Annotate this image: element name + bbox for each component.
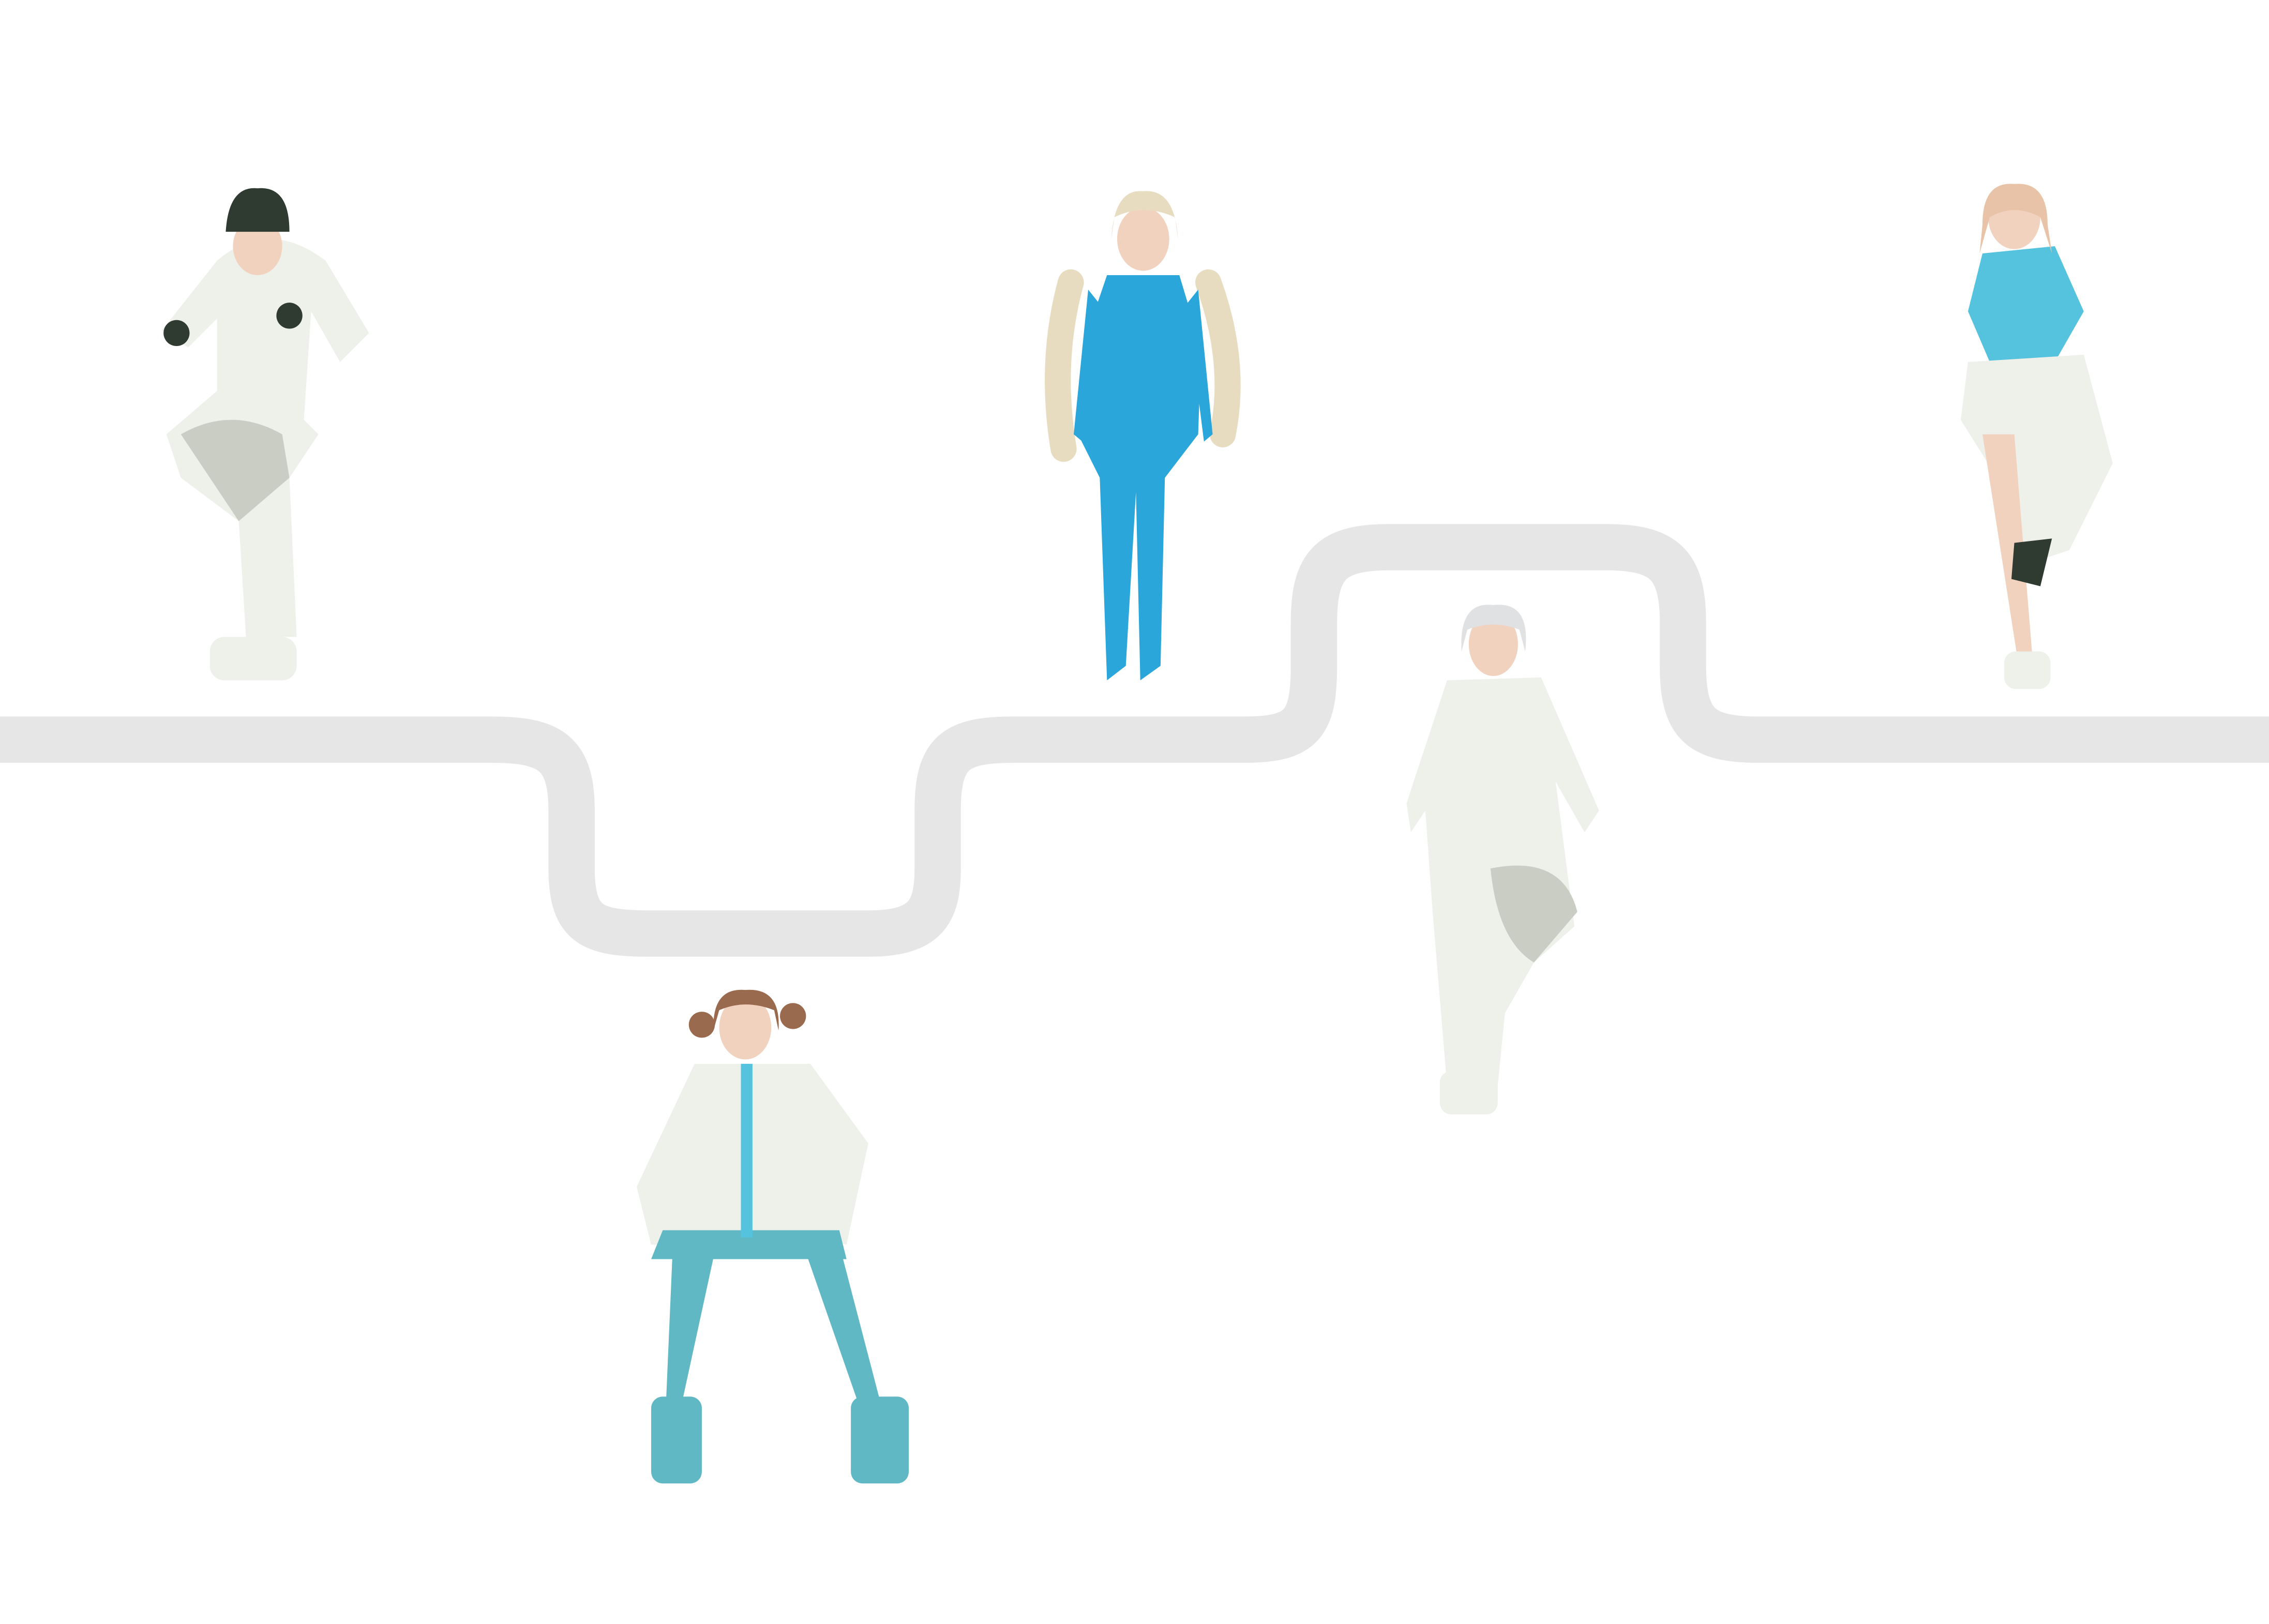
figure-light-blue-top: [1961, 184, 2113, 689]
figure-white-outfit: [1406, 605, 1599, 1115]
figure-white-puffer-jacket: [637, 989, 909, 1484]
figure-blue-bodysuit: [1045, 191, 1241, 681]
figure-helmet-white-hoodie: [162, 188, 369, 681]
winding-path: [0, 524, 2269, 957]
